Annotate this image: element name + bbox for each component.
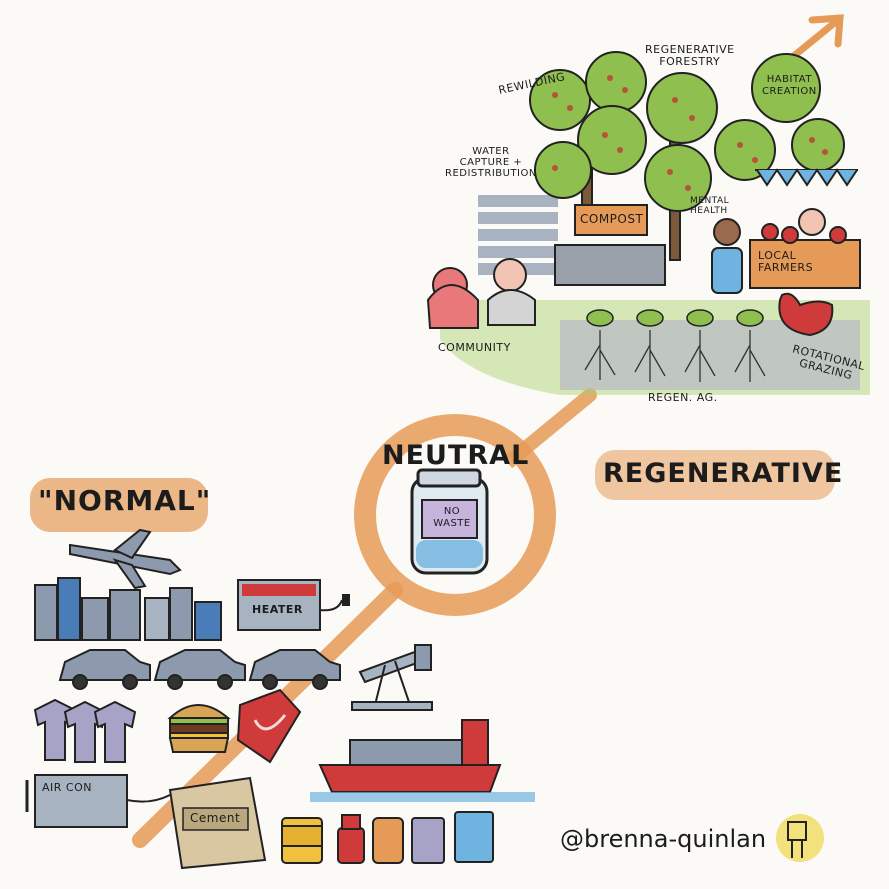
car-icon — [58, 649, 341, 690]
neutral-label: NEUTRAL — [382, 440, 530, 471]
regen-ag-label: REGEN. AG. — [648, 391, 718, 404]
arrow-icon — [791, 14, 844, 59]
no-waste-line2: WASTE — [433, 518, 471, 529]
no-waste-line1: NO — [443, 506, 461, 517]
regen-forestry-label: REGENERATIVE FORESTRY — [645, 44, 735, 68]
airplane-icon — [69, 528, 182, 590]
normal-highlight — [30, 478, 208, 532]
market-stall — [749, 168, 861, 289]
jar-icon — [410, 468, 489, 575]
regenerative-highlight — [595, 450, 835, 500]
habitat-line1: HABITAT — [766, 74, 812, 85]
tree-icon — [529, 51, 845, 261]
heater-icon — [237, 579, 350, 631]
cargo-ship-icon — [310, 719, 535, 802]
water-label: WATER CAPTURE + REDISTRIBUTION — [445, 146, 537, 179]
person-icon — [426, 208, 826, 329]
burger-icon — [167, 704, 231, 753]
local-farmers-line1: LOCAL — [758, 249, 797, 262]
water-line2: CAPTURE + — [459, 157, 523, 168]
regenerative-label: REGENERATIVE — [603, 458, 844, 489]
heater-label: HEATER — [252, 603, 303, 616]
air-con-icon — [25, 774, 171, 828]
roots — [584, 330, 766, 382]
mental-health-label: MENTAL HEALTH — [690, 196, 729, 216]
tshirt-icon — [33, 698, 137, 763]
regen-forestry-line1: REGENERATIVE — [645, 43, 735, 56]
compost-label: COMPOST — [580, 212, 644, 226]
habitat-label: HABITAT CREATION — [762, 74, 817, 98]
steak-icon — [236, 688, 302, 764]
cement-bag-icon — [168, 776, 267, 870]
local-farmers-line2: FARMERS — [758, 261, 814, 274]
oil-pump-icon — [351, 644, 433, 711]
habitat-line2: CREATION — [762, 86, 817, 97]
water-line3: REDISTRIBUTION — [445, 168, 537, 179]
mental-health-line2: HEALTH — [690, 206, 728, 216]
community-label: COMMUNITY — [438, 341, 511, 354]
sprout-icon — [586, 309, 764, 327]
city-buildings-icon — [34, 577, 222, 641]
normal-label: "NORMAL" — [38, 484, 212, 517]
no-waste-label: NO WASTE — [430, 506, 474, 530]
air-con-label: AIR CON — [42, 781, 92, 794]
can-icon — [281, 811, 494, 864]
smiley-icon — [776, 814, 824, 862]
tree-fruit — [552, 75, 828, 191]
chicken-icon — [778, 292, 834, 337]
water-line1: WATER — [472, 146, 510, 157]
regen-forestry-line2: FORESTRY — [659, 55, 721, 68]
compost-sign — [554, 204, 666, 286]
cement-label: Cement — [190, 811, 241, 825]
artist-signature: @brenna-quinlan — [560, 825, 767, 853]
mental-health-line1: MENTAL — [690, 196, 730, 206]
local-farmers-label: LOCAL FARMERS — [758, 250, 813, 274]
